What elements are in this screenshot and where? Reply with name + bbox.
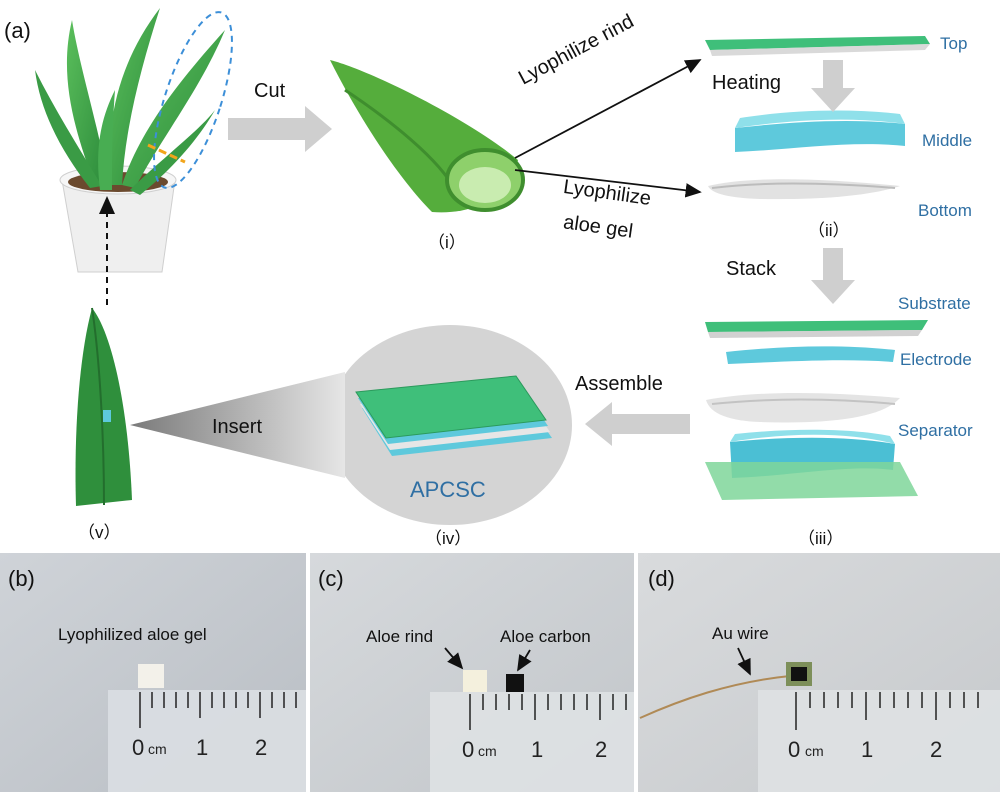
ruler-c-one: 1 xyxy=(531,737,544,762)
cut-leaf-illustration xyxy=(330,60,525,213)
panel-c-label: (c) xyxy=(318,566,344,591)
panel-d-label: (d) xyxy=(648,566,675,591)
stack-label: Stack xyxy=(726,258,777,280)
ruler-b-one: 1 xyxy=(196,735,209,760)
lyophilize-gel-arrow xyxy=(514,169,702,198)
layer-top-label: Top xyxy=(940,34,968,53)
stack-arrow xyxy=(811,248,855,304)
photo-d xyxy=(638,553,1000,792)
ruler-b-two: 2 xyxy=(255,735,268,760)
panel-a-label: (a) xyxy=(4,18,31,43)
apcsc-bubble xyxy=(130,325,572,525)
layer-middle-label: Middle xyxy=(922,131,973,150)
layer-substrate-label: Substrate xyxy=(898,294,971,313)
photo-b xyxy=(0,553,306,792)
heating-arrow xyxy=(811,60,855,112)
ruler-d-two: 2 xyxy=(930,737,943,762)
insert-label: Insert xyxy=(212,416,263,438)
ruler-c-two: 2 xyxy=(595,737,608,762)
apcsc-label: APCSC xyxy=(410,477,486,502)
layer-electrode-label: Electrode xyxy=(900,350,972,369)
lyophilized-gel-caption: Lyophilized aloe gel xyxy=(58,625,207,644)
layers-ii-illustration xyxy=(705,36,930,200)
aloe-carbon-caption: Aloe carbon xyxy=(500,627,591,646)
layers-iii-illustration xyxy=(705,320,928,500)
lyophilize-rind-arrow xyxy=(514,59,702,159)
ruler-b-zero: 0 xyxy=(132,735,145,760)
cut-label: Cut xyxy=(254,80,286,102)
ruler-d-zero: 0 xyxy=(788,737,801,762)
ruler-d-one: 1 xyxy=(861,737,874,762)
heating-label: Heating xyxy=(712,72,781,94)
panel-b-label: (b) xyxy=(8,566,35,591)
step-iv-label: （iv） xyxy=(425,529,472,548)
step-v-label: （v） xyxy=(78,523,121,542)
ruler-b-unit: cm xyxy=(148,741,167,757)
cut-arrow xyxy=(228,106,332,152)
assemble-label: Assemble xyxy=(575,373,663,395)
ruler-c-zero: 0 xyxy=(462,737,475,762)
leaf-with-device xyxy=(75,307,132,506)
step-ii-label: （ii） xyxy=(808,221,850,240)
layer-bottom-label: Bottom xyxy=(918,201,972,220)
ruler-d-unit: cm xyxy=(805,743,824,759)
aloe-plant-illustration xyxy=(35,8,233,305)
aloe-rind-caption: Aloe rind xyxy=(366,627,434,646)
ruler-c-unit: cm xyxy=(478,743,497,759)
step-i-label: （i） xyxy=(428,233,466,252)
step-iii-label: （iii） xyxy=(798,529,844,548)
layer-separator-label: Separator xyxy=(898,421,973,440)
photo-c xyxy=(310,553,634,792)
au-wire-caption: Au wire xyxy=(712,624,769,643)
assemble-arrow xyxy=(585,402,690,446)
